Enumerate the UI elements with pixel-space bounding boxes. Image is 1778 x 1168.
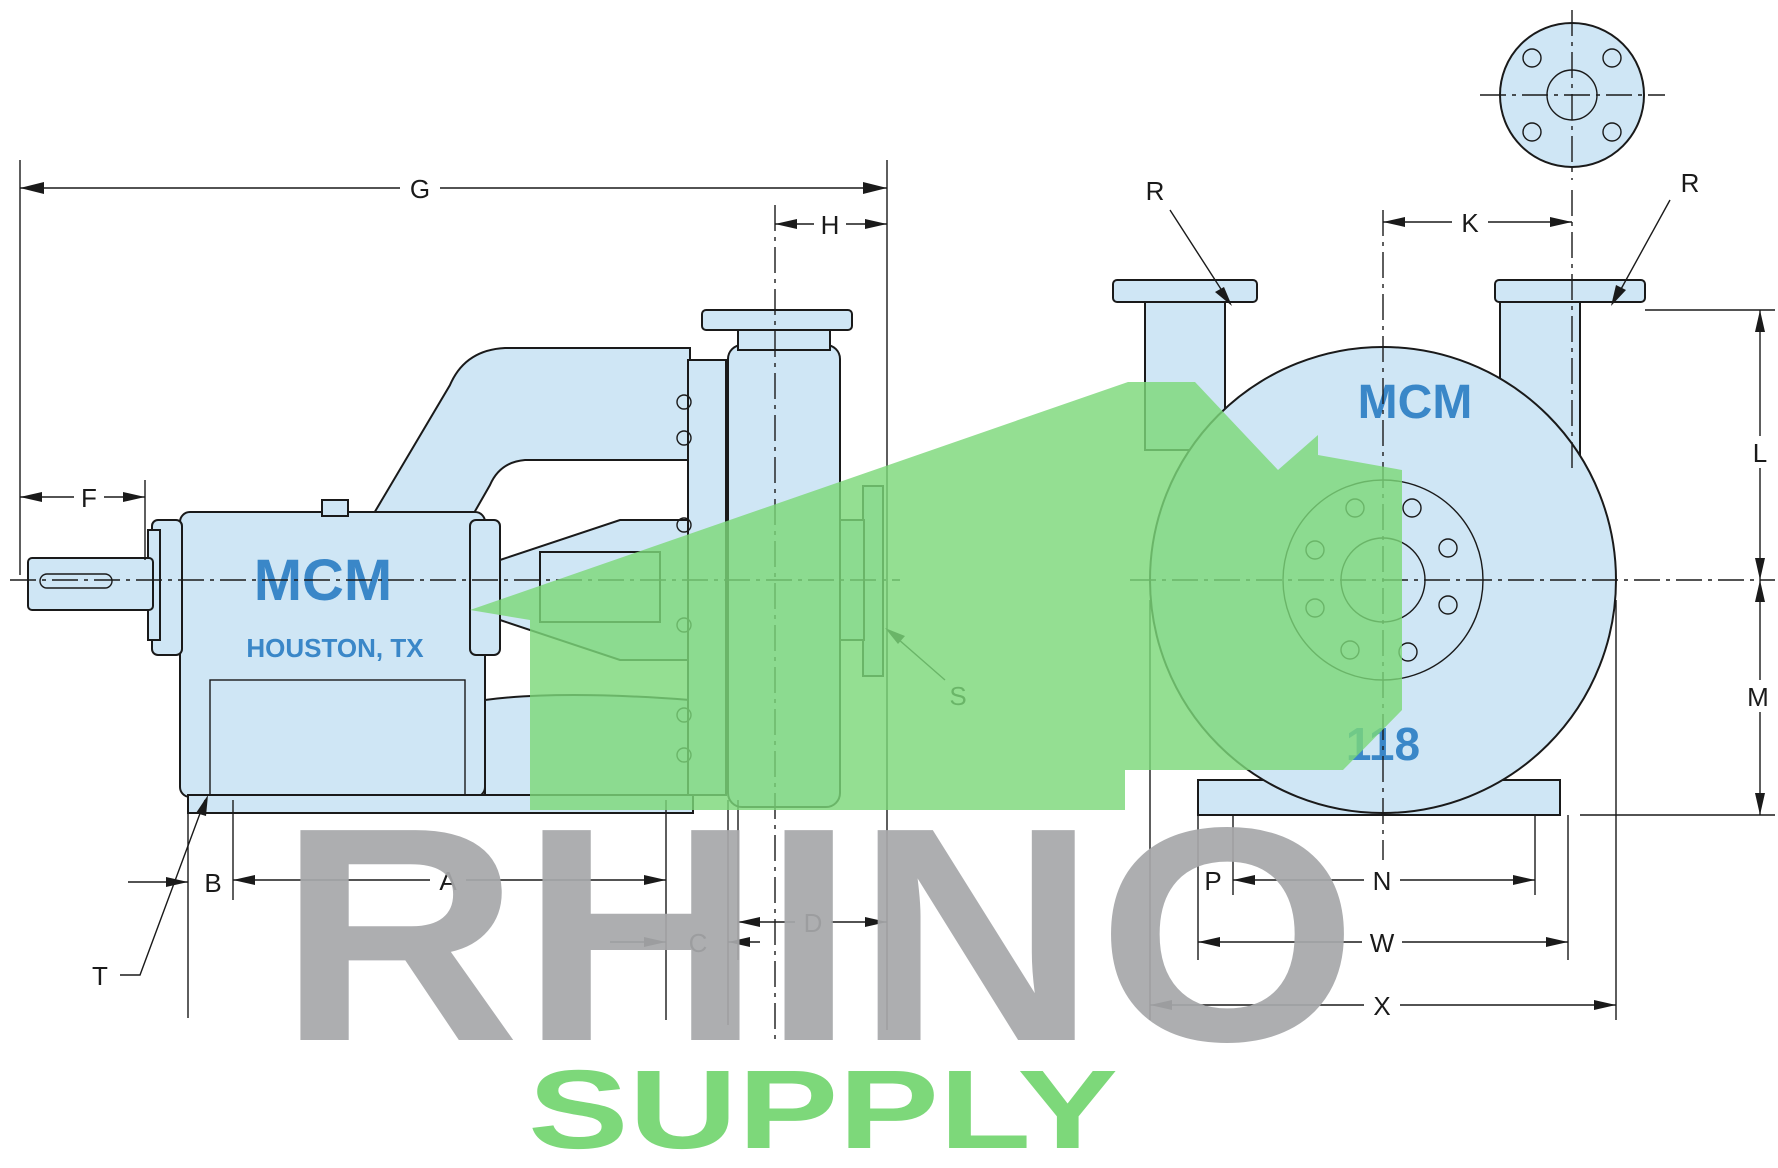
- left-flange: [1112, 279, 1258, 303]
- dim-label-L: L: [1753, 438, 1767, 468]
- watermark-green-shape: [470, 382, 1402, 810]
- dim-label-X: X: [1373, 991, 1390, 1021]
- discharge-flange: [701, 309, 853, 331]
- side-location-label: HOUSTON, TX: [246, 633, 424, 663]
- right-flange: [1494, 279, 1646, 303]
- dim-label-G: G: [410, 174, 430, 204]
- watermark-tagline: SUPPLY: [528, 1047, 1118, 1163]
- dim-label-A: A: [439, 866, 457, 896]
- dim-label-R-right: R: [1681, 168, 1700, 198]
- dim-label-T: T: [92, 961, 108, 991]
- flange-detail: [1480, 10, 1665, 180]
- watermark-word: RHINO: [278, 764, 1358, 1105]
- bracket-arm: [368, 347, 691, 521]
- end-cap-right: [469, 519, 501, 656]
- dim-label-D: D: [804, 908, 823, 938]
- dim-label-W: W: [1370, 928, 1395, 958]
- front-view-dimensions: K L M P N W: [1146, 168, 1777, 1021]
- rhino-supply-watermark: RHINO SUPPLY: [278, 382, 1402, 1168]
- front-brand-label: MCM: [1358, 376, 1473, 429]
- dim-label-M: M: [1747, 682, 1769, 712]
- dim-label-N: N: [1373, 866, 1392, 896]
- dim-label-B: B: [204, 868, 221, 898]
- shaft: [27, 557, 154, 611]
- dim-label-C: C: [689, 928, 708, 958]
- dim-label-H: H: [821, 210, 840, 240]
- dim-label-F: F: [81, 483, 97, 513]
- top-plug: [321, 499, 349, 517]
- dim-label-K: K: [1461, 208, 1479, 238]
- dim-label-R-left: R: [1146, 176, 1165, 206]
- dim-label-P: P: [1204, 866, 1221, 896]
- shaft-keyway: [39, 573, 113, 589]
